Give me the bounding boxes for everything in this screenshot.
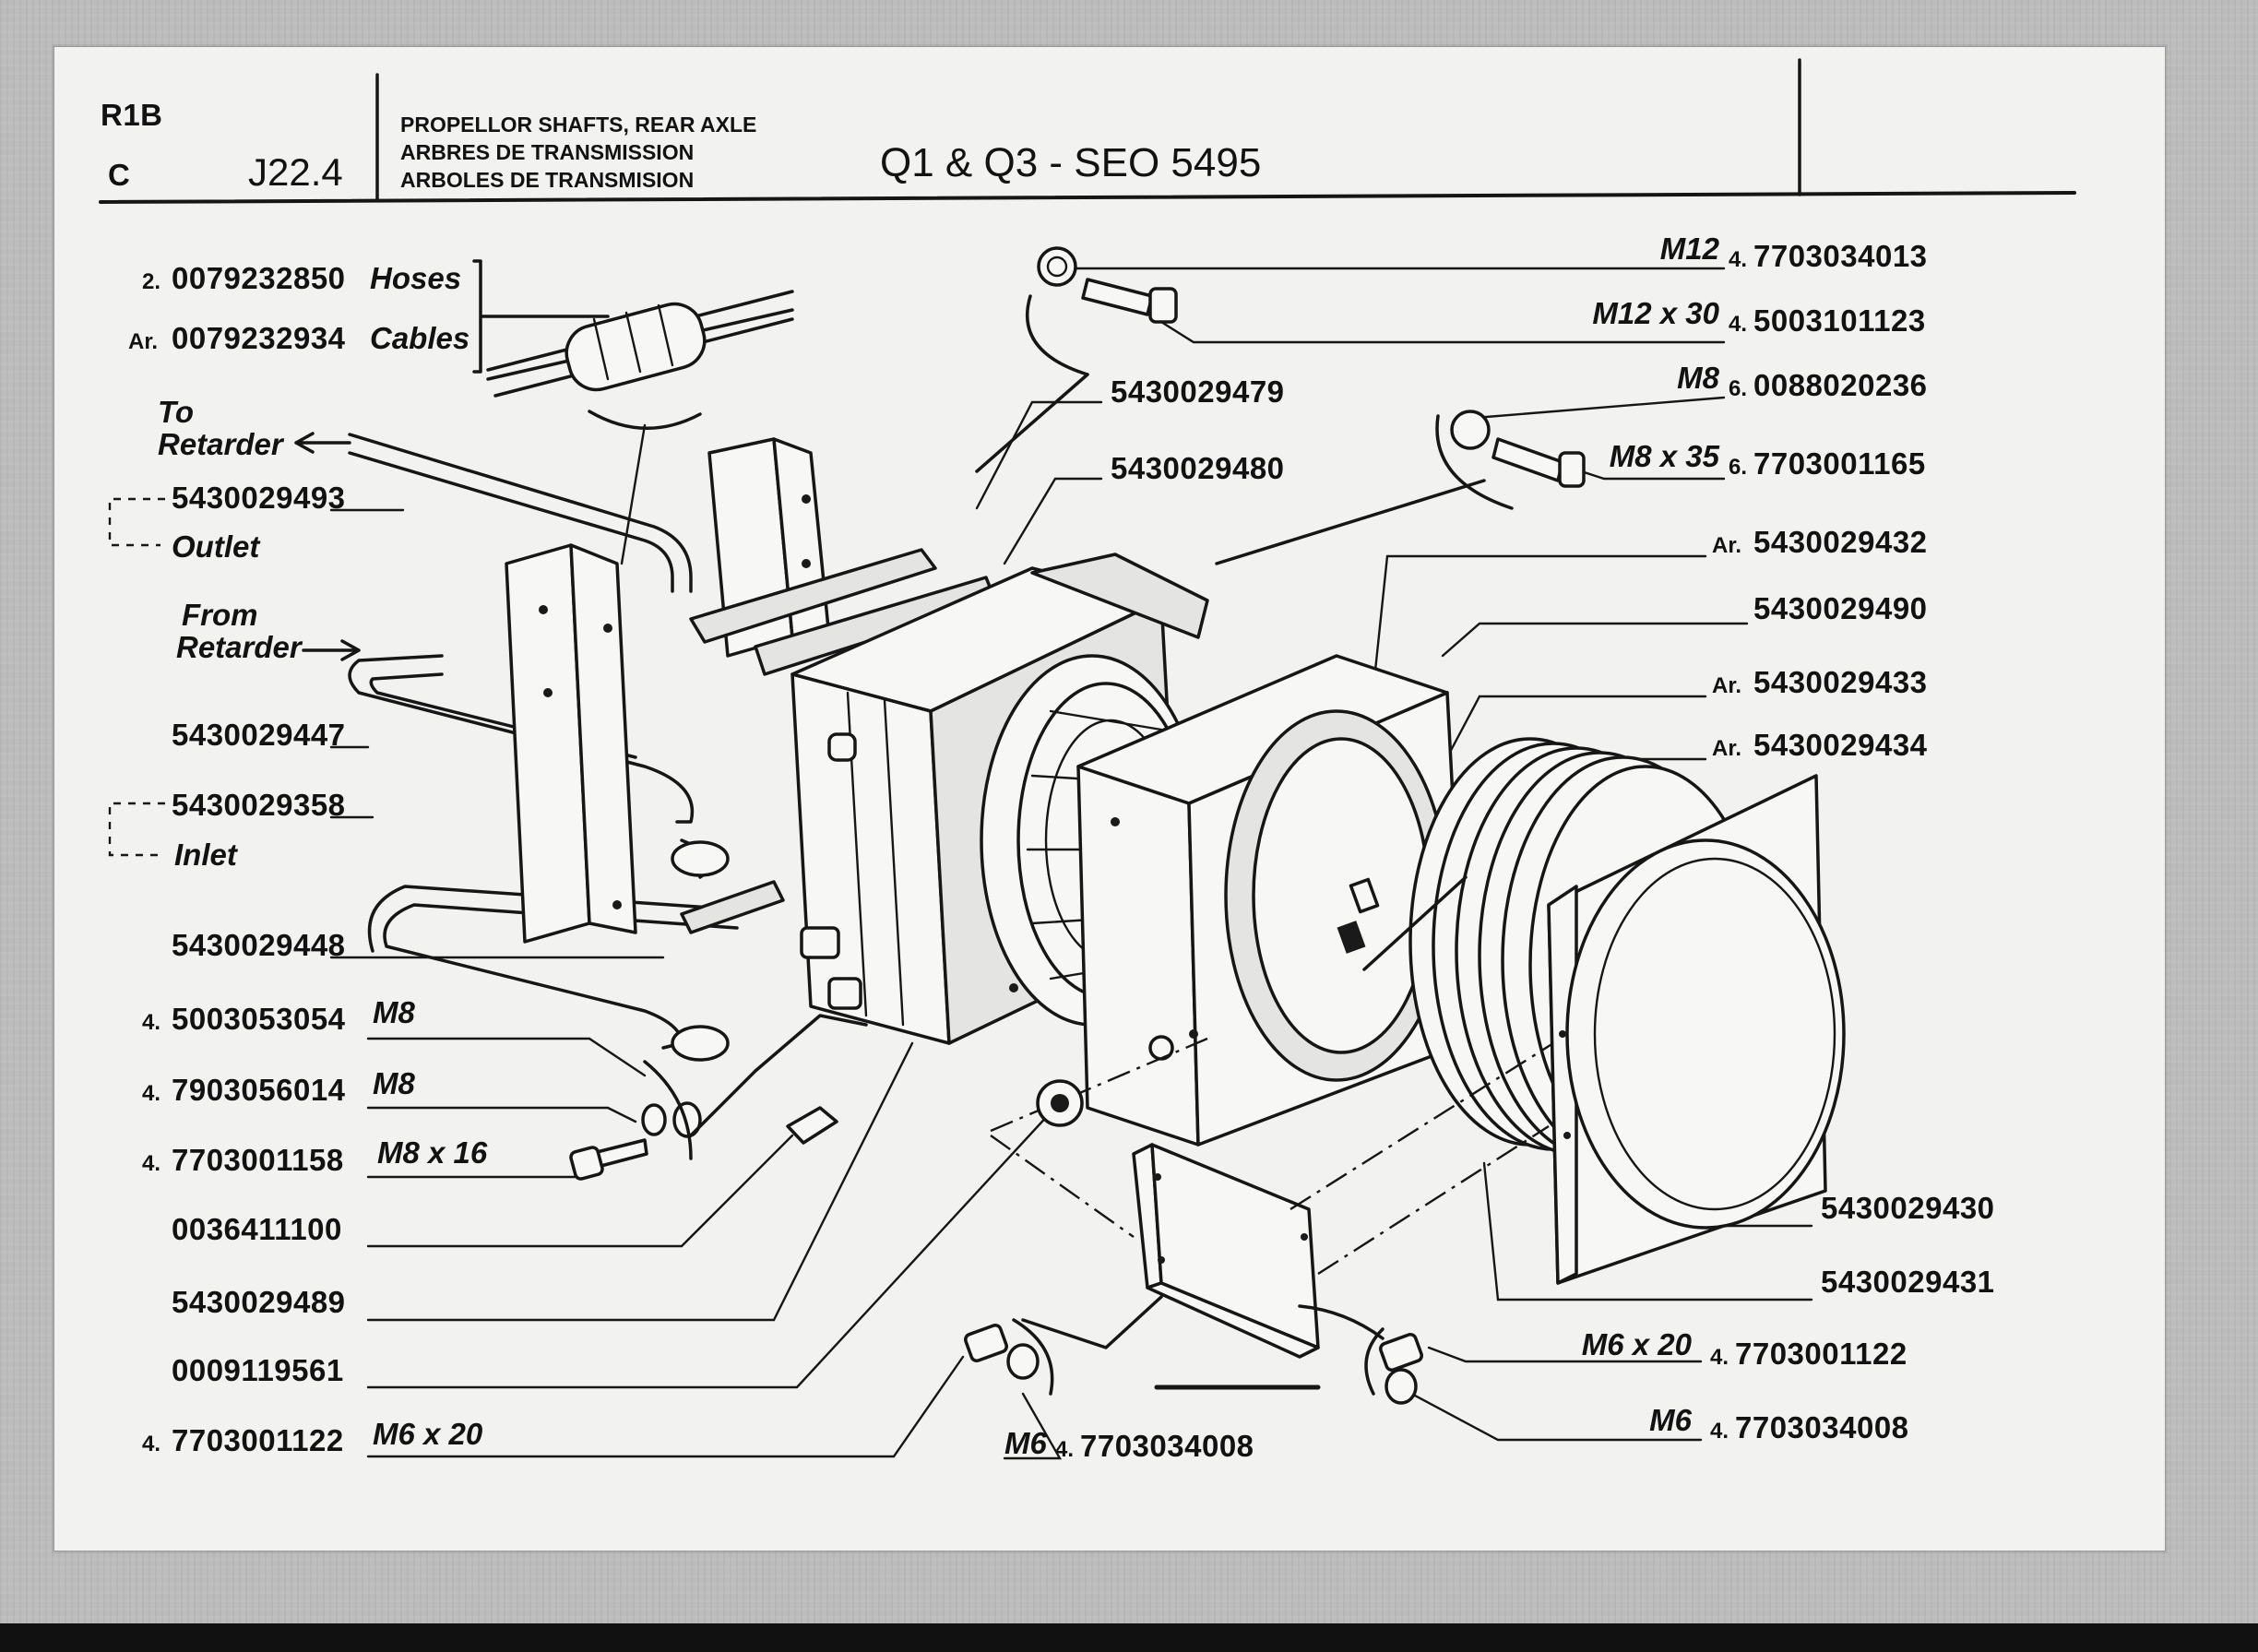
label-inlet: Inlet	[174, 838, 239, 872]
part-desc-cables: Cables	[370, 321, 469, 355]
part-number-5003053054: 5003053054	[172, 1002, 346, 1036]
part-number-5430029433: 5430029433	[1753, 665, 1928, 699]
callout-qty: 4.	[1710, 1345, 1729, 1370]
part-desc-m6: M6	[1649, 1403, 1692, 1437]
label-to: To	[158, 395, 194, 429]
callout-qty: Ar.	[1712, 533, 1741, 558]
part-desc-m8x35: M8 x 35	[1610, 439, 1720, 473]
callout-qty: 6.	[1729, 376, 1747, 401]
coolant-pipe-illustration	[348, 433, 739, 1062]
header-model-title: Q1 & Q3 - SEO 5495	[880, 140, 1261, 185]
part-desc-m8: M8	[1677, 361, 1719, 395]
part-desc-m6: M6	[1004, 1426, 1047, 1460]
part-number-5430029493: 5430029493	[172, 481, 346, 515]
part-number-5003101123: 5003101123	[1753, 303, 1926, 338]
hose-bracket	[472, 259, 610, 374]
label-retarder-2: Retarder	[176, 630, 303, 664]
part-number-0088020236: 0088020236	[1753, 368, 1928, 402]
label-retarder: Retarder	[158, 427, 285, 461]
adaptor-housing-illustration	[1076, 654, 1468, 1147]
callout-qty: Ar.	[128, 329, 158, 354]
part-desc-m6x20: M6 x 20	[373, 1417, 483, 1451]
part-desc-m12x30: M12 x 30	[1592, 296, 1719, 330]
part-desc-m8x16: M8 x 16	[377, 1135, 488, 1170]
part-number-5430029447: 5430029447	[172, 718, 346, 752]
part-number-5430029431: 5430029431	[1821, 1265, 1995, 1299]
callout-qty: 6.	[1729, 455, 1747, 480]
from-retarder-arrow	[302, 639, 361, 661]
part-number-5430029479: 5430029479	[1111, 374, 1285, 409]
part-number-5430029480: 5430029480	[1111, 451, 1285, 485]
part-number-7703034008: 7703034008	[1080, 1429, 1254, 1463]
part-desc-m8: M8	[373, 995, 415, 1029]
parts-sheet: R1B C J22.4 PROPELLOR SHAFTS, REAR AXLE …	[53, 46, 2166, 1551]
left-callouts: 2. 0079232850 Hoses Ar. 0079232934 Cable…	[108, 259, 1052, 1458]
right-callouts: M12 4. 7703034013 M12 x 30 4. 5003101123…	[1067, 232, 1995, 1444]
header-page-ref: J22.4	[248, 150, 343, 194]
centre-line	[990, 1037, 1208, 1133]
part-number-5430029489: 5430029489	[172, 1285, 346, 1319]
callout-qty: 4.	[1729, 312, 1747, 337]
part-number-5430029432: 5430029432	[1753, 525, 1928, 559]
part-number-5430029434: 5430029434	[1753, 728, 1928, 762]
part-number-7903056014: 7903056014	[172, 1073, 346, 1107]
header-section-fr: ARBRES DE TRANSMISSION	[400, 140, 694, 164]
exploded-parts-diagram: R1B C J22.4 PROPELLOR SHAFTS, REAR AXLE …	[99, 58, 2076, 1463]
callout-qty: Ar.	[1712, 736, 1741, 761]
part-number-5430029448: 5430029448	[172, 928, 346, 962]
header-block: R1B C J22.4 PROPELLOR SHAFTS, REAR AXLE …	[99, 58, 2076, 204]
callout-qty: 4.	[1729, 247, 1747, 272]
centre-line	[1289, 1041, 1554, 1211]
callout-qty: 4.	[142, 1010, 160, 1035]
header-code-top: R1B	[101, 98, 163, 132]
part-number-7703034013: 7703034013	[1753, 239, 1928, 273]
to-retarder-arrow	[294, 432, 351, 454]
callout-qty: 4.	[142, 1151, 160, 1176]
callout-qty: 4.	[142, 1081, 160, 1106]
mounting-bracket-illustration	[505, 437, 997, 944]
label-from: From	[182, 598, 258, 632]
header-section-en: PROPELLOR SHAFTS, REAR AXLE	[400, 113, 756, 137]
part-number-0079232850: 0079232850	[172, 261, 346, 295]
centre-line	[1317, 1124, 1550, 1276]
callout-qty: 2.	[142, 269, 160, 294]
part-number-0009119561: 0009119561	[172, 1353, 344, 1387]
part-number-5430029430: 5430029430	[1821, 1191, 1995, 1225]
part-desc-m6x20: M6 x 20	[1582, 1327, 1693, 1361]
part-number-7703001122: 7703001122	[1735, 1337, 1907, 1371]
scan-edge	[0, 1623, 2258, 1652]
part-desc-hoses: Hoses	[370, 261, 461, 295]
part-desc-m12: M12	[1660, 232, 1720, 266]
part-number-5430029358: 5430029358	[172, 788, 346, 822]
header-section-es: ARBOLES DE TRANSMISION	[400, 168, 694, 192]
callout-qty: 4.	[1710, 1419, 1729, 1444]
part-number-7703001165: 7703001165	[1753, 446, 1926, 481]
front-plate-illustration	[1547, 774, 1846, 1285]
part-number-0079232934: 0079232934	[172, 321, 346, 355]
part-number-0036411100: 0036411100	[172, 1212, 342, 1246]
outlet-bracket	[108, 497, 165, 547]
label-outlet: Outlet	[172, 529, 261, 564]
part-number-7703001158: 7703001158	[172, 1143, 344, 1177]
inlet-bracket	[108, 802, 165, 857]
part-number-7703034008: 7703034008	[1735, 1410, 1909, 1444]
header-code-bottom: C	[108, 158, 130, 192]
centre-line	[990, 1135, 1135, 1238]
center-callouts: 5430029479 5430029480 M6 4. 7703034008	[975, 374, 1321, 1463]
fastener-illustrations	[569, 246, 1586, 1405]
callout-qty: 4.	[1055, 1437, 1074, 1462]
callout-qty: Ar.	[1712, 673, 1741, 698]
part-desc-m8: M8	[373, 1066, 415, 1100]
callout-qty: 4.	[142, 1432, 160, 1456]
lower-bracket-illustration	[1132, 1143, 1320, 1359]
hose-and-cable-illustration	[486, 290, 794, 565]
part-number-5430029490: 5430029490	[1753, 591, 1928, 625]
part-number-7703001122: 7703001122	[172, 1423, 344, 1457]
